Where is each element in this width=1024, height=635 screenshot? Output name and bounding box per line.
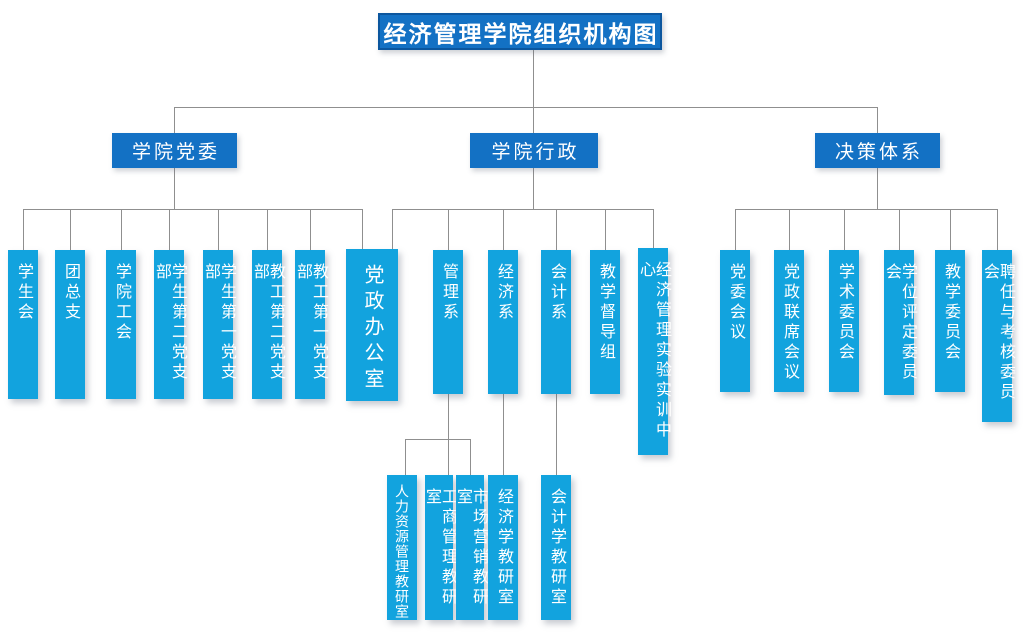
connector-line [533, 50, 534, 107]
node-student-union: 学生会 [8, 250, 38, 399]
connector-line [789, 209, 790, 250]
connector-line [218, 209, 219, 250]
node-student-party-branch-1: 学生第一党支部 [202, 250, 235, 399]
node-academic-committee: 学术委员会 [829, 250, 859, 392]
connector-line [23, 209, 363, 210]
connector-line [174, 107, 175, 134]
node-party-admin-office: 党政办公室 [346, 249, 398, 401]
connector-line [405, 439, 470, 440]
connector-line [174, 107, 878, 108]
node-college-labor-union: 学院工会 [106, 250, 136, 399]
connector-line [169, 209, 170, 250]
connector-line [556, 394, 557, 475]
connector-line [735, 209, 736, 250]
connector-line [533, 168, 534, 210]
connector-line [844, 209, 845, 250]
node-management-dept: 管理系 [433, 250, 463, 394]
connector-line [448, 209, 449, 250]
connector-line [533, 107, 534, 134]
connector-line [556, 209, 557, 250]
connector-line [899, 209, 900, 250]
connector-line [448, 394, 449, 439]
node-accounting-dept: 会计系 [541, 250, 571, 394]
connector-line [405, 439, 406, 475]
connector-line [121, 209, 122, 250]
connector-line [448, 439, 449, 475]
branch-decision-system: 决策体系 [815, 133, 940, 168]
node-economics-teaching-office: 经济学教研室 [488, 475, 518, 620]
connector-line [877, 107, 878, 134]
node-party-committee-meeting: 党委会议 [720, 250, 750, 392]
branch-party-committee: 学院党委 [112, 133, 237, 168]
node-econ-mgmt-training-center: 经济管理实验实训中心 [637, 248, 670, 455]
connector-line [950, 209, 951, 250]
connector-line [470, 439, 471, 475]
connector-line [653, 209, 654, 248]
connector-line [605, 209, 606, 250]
connector-line [392, 209, 393, 249]
connector-line [23, 209, 24, 250]
connector-line [362, 209, 363, 249]
node-appointment-assessment-committee: 聘任与考核委员会 [981, 250, 1014, 422]
branch-college-administration: 学院行政 [470, 133, 598, 168]
chart-title: 经济管理学院组织机构图 [378, 13, 662, 50]
node-staff-party-branch-1: 教工第一党支部 [294, 250, 327, 399]
node-staff-party-branch-2: 教工第二党支部 [251, 250, 284, 399]
connector-line [310, 209, 311, 250]
node-teaching-supervision-group: 教学督导组 [590, 250, 620, 394]
node-accounting-teaching-office: 会计学教研室 [541, 475, 571, 620]
connector-line [267, 209, 268, 250]
node-marketing-teaching-office: 市场营销教研室 [454, 475, 487, 620]
connector-line [503, 394, 504, 475]
connector-line [174, 168, 175, 210]
connector-line [877, 168, 878, 210]
node-student-party-branch-2: 学生第二党支部 [153, 250, 186, 399]
node-party-admin-joint-meeting: 党政联席会议 [774, 250, 804, 392]
connector-line [503, 209, 504, 250]
node-youth-league-branch: 团总支 [55, 250, 85, 399]
connector-line [997, 209, 998, 250]
node-degree-evaluation-committee: 学位评定委员会 [883, 250, 916, 395]
node-teaching-committee: 教学委员会 [935, 250, 965, 392]
node-hr-mgmt-teaching-office: 人力资源管理教研室 [387, 475, 417, 620]
node-economics-dept: 经济系 [488, 250, 518, 394]
connector-line [735, 209, 997, 210]
connector-line [70, 209, 71, 250]
node-business-admin-teaching-office: 工商管理教研室 [423, 475, 456, 620]
connector-line [392, 209, 653, 210]
